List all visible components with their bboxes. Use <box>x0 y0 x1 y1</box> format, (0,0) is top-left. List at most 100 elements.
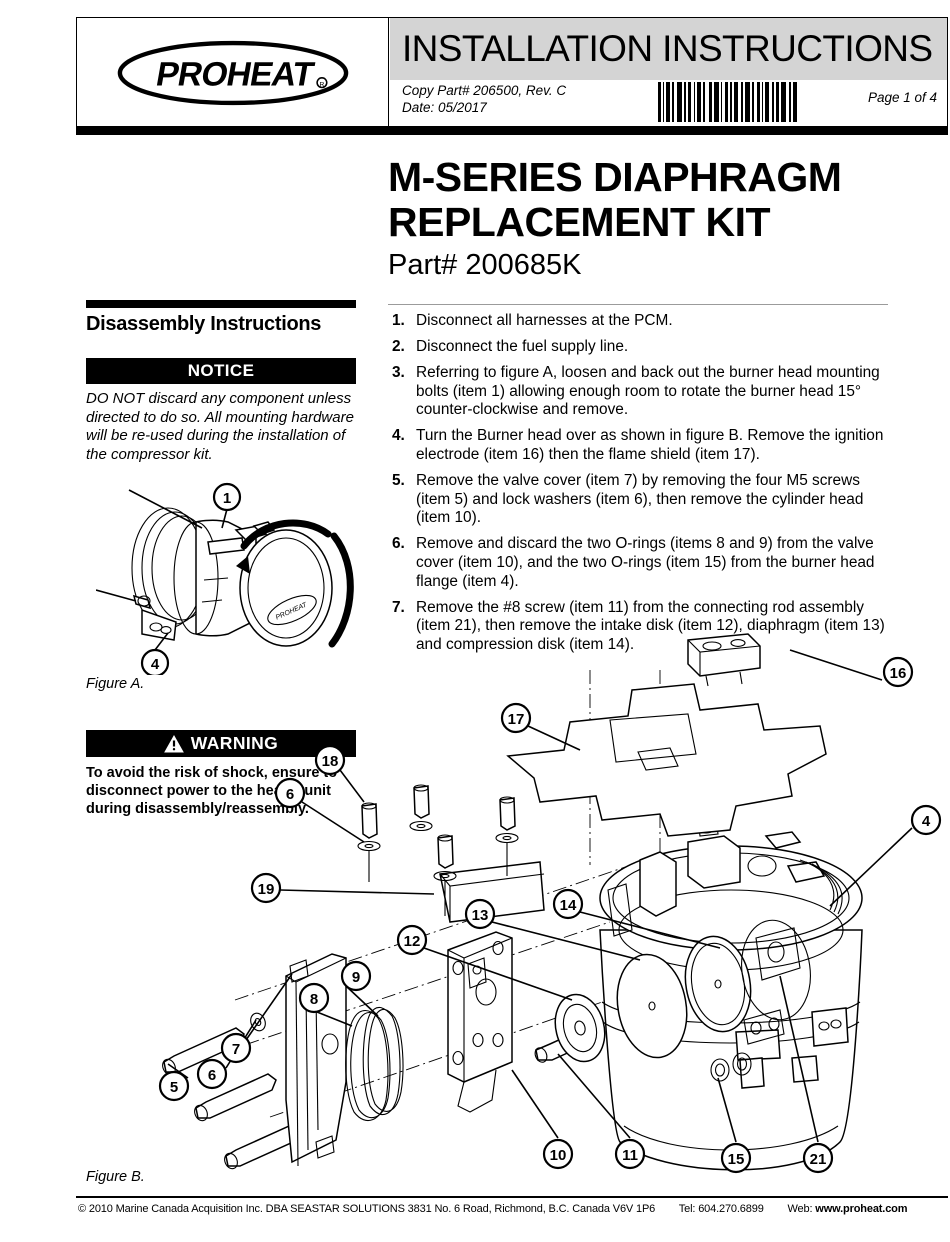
step-text: Referring to figure A, loosen and back o… <box>416 364 880 419</box>
svg-text:8: 8 <box>310 991 318 1008</box>
step-text: Remove the #8 screw (item 11) from the c… <box>416 598 885 653</box>
document-date: Date: 05/2017 <box>402 99 487 115</box>
notice-banner: NOTICE <box>86 358 356 384</box>
step-number: 1. <box>392 312 405 329</box>
document-title-line2: REPLACEMENT KIT <box>388 199 771 245</box>
callout-18 <box>314 744 346 776</box>
brand-logo: PROHEAT R <box>77 18 389 128</box>
warning-banner: WARNING <box>86 730 356 757</box>
figure-b-diagram: 16 17 18 6 19 4 14 13 12 9 8 7 6 5 10 11… <box>158 633 942 1174</box>
notice-body: DO NOT discard any component unless dire… <box>86 390 354 463</box>
svg-text:15: 15 <box>728 1151 745 1168</box>
page-indicator: Page 1 of 4 <box>867 90 937 105</box>
callout-7 <box>220 1032 252 1064</box>
step-item: 3. Referring to figure A, loosen and bac… <box>392 364 886 420</box>
step-item: 7. Remove the #8 screw (item 11) from th… <box>392 599 886 655</box>
svg-text:9: 9 <box>352 969 360 986</box>
svg-text:4: 4 <box>922 813 931 830</box>
notice-label: NOTICE <box>187 361 255 380</box>
callout-6-bottom <box>196 1058 228 1090</box>
footer: © 2010 Marine Canada Acquisition Inc. DB… <box>78 1203 950 1215</box>
callout-4 <box>910 804 942 836</box>
callout-8 <box>298 982 330 1014</box>
step-item: 4. Turn the Burner head over as shown in… <box>392 427 886 464</box>
step-number: 4. <box>392 427 405 445</box>
step-item: 1. Disconnect all harnesses at the PCM. <box>392 312 886 331</box>
step-text: Remove the valve cover (item 7) by remov… <box>416 472 864 527</box>
svg-text:6: 6 <box>208 1067 216 1084</box>
step-text: Turn the Burner head over as shown in fi… <box>416 427 884 464</box>
disassembly-steps-list: 1. Disconnect all harnesses at the PCM. … <box>392 312 886 662</box>
svg-text:18: 18 <box>322 753 339 770</box>
warning-label: WARNING <box>190 733 279 753</box>
header-right-panel: INSTALLATION INSTRUCTIONS Copy Part# 206… <box>390 18 947 128</box>
step-number: 7. <box>392 598 405 616</box>
step-item: 6. Remove and discard the two O-rings (i… <box>392 535 886 591</box>
svg-text:12: 12 <box>404 933 421 950</box>
document-header: PROHEAT R INSTALLATION INSTRUCTIONS Copy… <box>76 17 948 129</box>
step-number: 6. <box>392 535 405 553</box>
section-heading: Disassembly Instructions <box>86 313 322 335</box>
footer-web-label: Web: <box>787 1203 816 1215</box>
screws-and-washers-group <box>357 784 519 916</box>
figure-a-diagram: PROHEAT 1 4 <box>96 482 354 675</box>
document-part-number: Part# 200685K <box>388 249 582 281</box>
document-title-block: M-SERIES DIAPHRAGM REPLACEMENT KIT Part#… <box>388 155 948 282</box>
header-copy-block: Copy Part# 206500, Rev. C Date: 05/2017 <box>402 83 566 116</box>
svg-text:14: 14 <box>560 897 577 914</box>
document-title-line1: M-SERIES DIAPHRAGM <box>388 154 842 200</box>
step-text: Disconnect all harnesses at the PCM. <box>416 312 673 329</box>
section-heading-bar <box>86 300 356 308</box>
svg-text:1: 1 <box>223 490 231 507</box>
svg-text:17: 17 <box>508 711 525 728</box>
footer-copyright: © 2010 Marine Canada Acquisition Inc. DB… <box>78 1203 656 1215</box>
callout-12 <box>396 924 428 956</box>
svg-text:21: 21 <box>810 1151 827 1168</box>
callout-1 <box>212 482 242 512</box>
callout-6-top <box>274 777 306 809</box>
barcode <box>658 82 838 122</box>
header-title: INSTALLATION INSTRUCTIONS <box>402 28 933 69</box>
proheat-logo-icon: PROHEAT R <box>117 40 348 106</box>
callout-17 <box>500 702 532 734</box>
callout-14 <box>552 888 584 920</box>
svg-text:16: 16 <box>890 665 907 682</box>
callout-11 <box>614 1138 646 1170</box>
warning-triangle-icon <box>163 734 184 752</box>
callout-4 <box>140 648 170 675</box>
step-item: 2. Disconnect the fuel supply line. <box>392 338 886 357</box>
footer-rule <box>76 1196 948 1198</box>
svg-text:PROHEAT: PROHEAT <box>153 56 317 94</box>
svg-text:7: 7 <box>232 1041 240 1058</box>
svg-text:4: 4 <box>151 656 160 673</box>
svg-text:10: 10 <box>550 1147 567 1164</box>
copy-part-number: Copy Part# 206500, Rev. C <box>402 83 567 98</box>
svg-text:6: 6 <box>286 786 294 803</box>
header-bottom-bar <box>76 126 948 135</box>
header-meta: Copy Part# 206500, Rev. C Date: 05/2017 <box>390 80 947 128</box>
figure-b-label: Figure B. <box>86 1169 145 1185</box>
svg-text:11: 11 <box>622 1147 638 1164</box>
step-number: 2. <box>392 338 405 356</box>
callout-15 <box>720 1142 752 1174</box>
figure-a-label: Figure A. <box>86 676 145 692</box>
header-title-band: INSTALLATION INSTRUCTIONS <box>390 18 947 80</box>
svg-text:5: 5 <box>170 1079 178 1096</box>
callout-9 <box>340 960 372 992</box>
step-text: Disconnect the fuel supply line. <box>416 338 629 356</box>
svg-text:19: 19 <box>258 881 275 898</box>
callout-16 <box>882 656 914 688</box>
step-number: 3. <box>392 364 405 382</box>
callout-21 <box>802 1142 834 1174</box>
svg-text:13: 13 <box>472 907 489 924</box>
callout-19 <box>250 872 282 904</box>
callout-5 <box>158 1070 190 1102</box>
step-text: Remove and discard the two O-rings (item… <box>416 535 875 590</box>
warning-body: To avoid the risk of shock, ensure to di… <box>86 765 338 817</box>
callout-13 <box>464 898 496 930</box>
steps-top-rule <box>388 304 888 305</box>
figure-b-callouts: 16 17 18 6 19 4 14 13 12 9 8 7 6 5 10 11… <box>158 656 942 1174</box>
callout-10 <box>542 1138 574 1170</box>
footer-web-value: www.proheat.com <box>815 1203 908 1215</box>
